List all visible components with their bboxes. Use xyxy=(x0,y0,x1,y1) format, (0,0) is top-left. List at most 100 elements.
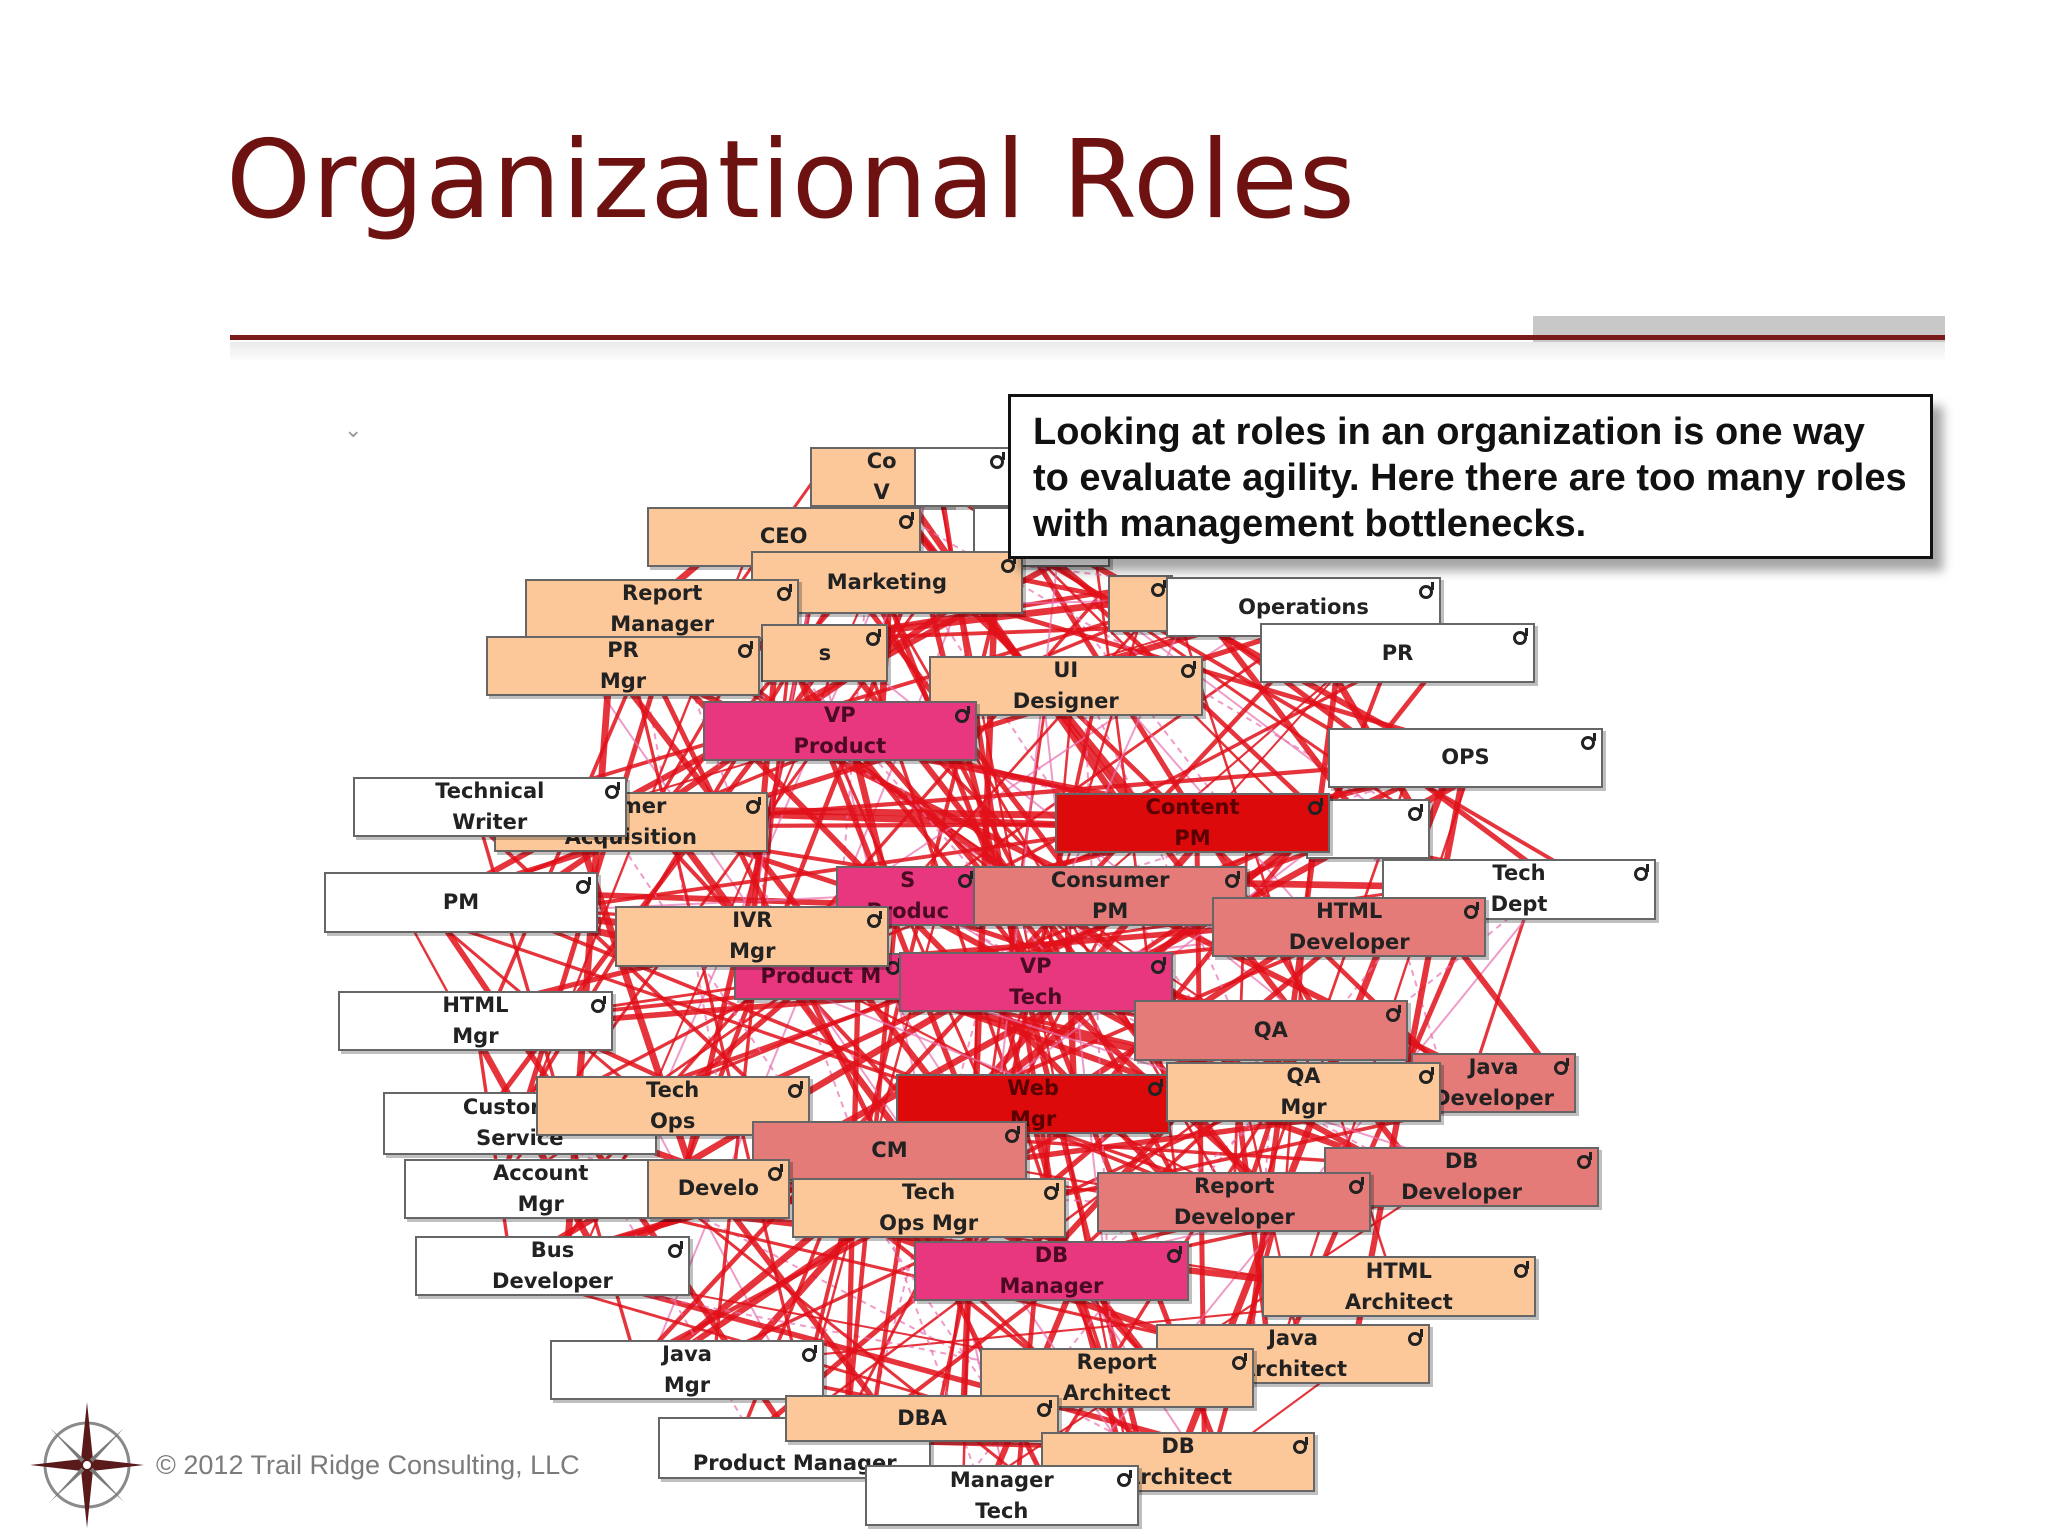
node-handle-icon[interactable] xyxy=(1225,870,1241,888)
role-node-label: Web xyxy=(1007,1075,1059,1100)
node-handle-icon[interactable] xyxy=(1037,1399,1053,1417)
node-handle-icon[interactable] xyxy=(1166,1245,1182,1263)
node-handle-icon[interactable] xyxy=(1150,957,1166,975)
node-handle-icon[interactable] xyxy=(990,451,1006,469)
role-node-label: Develo xyxy=(677,1176,759,1201)
node-handle-icon[interactable] xyxy=(1418,1066,1434,1084)
node-handle-icon[interactable] xyxy=(768,1163,784,1181)
node-handle-icon[interactable] xyxy=(738,641,754,659)
node-handle-icon[interactable] xyxy=(1043,1183,1059,1201)
node-handle-icon[interactable] xyxy=(954,706,970,724)
role-node-label: HTML xyxy=(442,993,509,1018)
node-handle-icon[interactable] xyxy=(1349,1176,1365,1194)
role-node[interactable] xyxy=(1107,574,1173,633)
node-handle-icon[interactable] xyxy=(1554,1057,1570,1075)
node-handle-icon[interactable] xyxy=(898,511,914,529)
role-node[interactable] xyxy=(914,446,1013,507)
role-node-label: PM xyxy=(1092,899,1129,923)
node-handle-icon[interactable] xyxy=(1148,1078,1164,1096)
node-handle-icon[interactable] xyxy=(604,782,620,800)
callout-box: Looking at roles in an organization is o… xyxy=(1008,394,1933,559)
node-handle-icon[interactable] xyxy=(1307,797,1323,815)
node-handle-icon[interactable] xyxy=(1004,1125,1020,1143)
role-node-label: PR xyxy=(1381,640,1414,665)
node-handle-icon[interactable] xyxy=(1293,1436,1309,1454)
role-node-label: Writer xyxy=(452,810,528,835)
node-handle-icon[interactable] xyxy=(1116,1470,1132,1488)
role-node-label: Developer xyxy=(1173,1204,1295,1229)
role-node-label: Mgr xyxy=(517,1191,564,1216)
title-rule xyxy=(230,335,1945,340)
role-node-label: Consumer xyxy=(1050,868,1170,892)
node-handle-icon[interactable] xyxy=(576,877,592,895)
node-handle-icon[interactable] xyxy=(745,796,761,814)
role-node-label: Operations xyxy=(1238,594,1369,619)
node-handle-icon[interactable] xyxy=(1580,732,1596,750)
node-handle-icon[interactable] xyxy=(1634,864,1650,882)
role-node[interactable]: DBA xyxy=(784,1394,1060,1442)
role-node-label: DB xyxy=(1161,1433,1195,1458)
node-handle-icon[interactable] xyxy=(1385,1005,1401,1023)
node-handle-icon[interactable] xyxy=(1180,660,1196,678)
node-handle-icon[interactable] xyxy=(1000,556,1016,574)
node-handle-icon[interactable] xyxy=(866,629,882,647)
role-link-edge xyxy=(769,638,1086,998)
role-node-label: Bus xyxy=(530,1237,575,1262)
role-node[interactable]: OPS xyxy=(1328,727,1603,788)
chevron-down-icon[interactable]: ⌄ xyxy=(344,418,363,443)
node-handle-icon[interactable] xyxy=(867,911,883,929)
node-handle-icon[interactable] xyxy=(1418,582,1434,600)
role-node-label: Manager xyxy=(610,611,715,636)
node-handle-icon[interactable] xyxy=(1231,1352,1247,1370)
role-node-label: Developer xyxy=(1433,1085,1554,1110)
node-handle-icon[interactable] xyxy=(777,583,793,601)
role-node[interactable]: Develo xyxy=(646,1158,791,1219)
role-node-label: Architect xyxy=(1239,1357,1348,1382)
node-handle-icon[interactable] xyxy=(590,996,606,1014)
role-node-label: Mgr xyxy=(663,1373,711,1398)
node-handle-icon[interactable] xyxy=(787,1081,803,1099)
node-handle-icon[interactable] xyxy=(1408,1329,1424,1347)
role-node[interactable]: PR xyxy=(1260,623,1535,684)
role-node[interactable]: CM xyxy=(752,1120,1027,1181)
node-handle-icon[interactable] xyxy=(1408,804,1424,822)
node-handle-icon[interactable] xyxy=(1464,902,1480,920)
role-node-label: Developer xyxy=(1288,930,1410,955)
role-node[interactable]: s xyxy=(761,624,889,682)
role-node[interactable]: QA xyxy=(1133,1000,1408,1061)
node-handle-icon[interactable] xyxy=(802,1345,818,1363)
role-node[interactable]: PM xyxy=(323,872,599,933)
node-handle-icon[interactable] xyxy=(1576,1151,1592,1169)
role-node-label: Tech xyxy=(902,1180,956,1205)
role-node-label: Account xyxy=(492,1160,589,1185)
node-handle-icon[interactable] xyxy=(1513,1261,1529,1279)
role-node-label: Manager xyxy=(949,1467,1054,1492)
role-node-label: Product Manager xyxy=(692,1450,897,1475)
role-node-label: CM xyxy=(871,1138,908,1163)
node-handle-icon[interactable] xyxy=(1150,579,1166,597)
node-handle-icon[interactable] xyxy=(1512,628,1528,646)
node-handle-icon[interactable] xyxy=(957,870,973,888)
node-handle-icon[interactable] xyxy=(667,1240,683,1258)
